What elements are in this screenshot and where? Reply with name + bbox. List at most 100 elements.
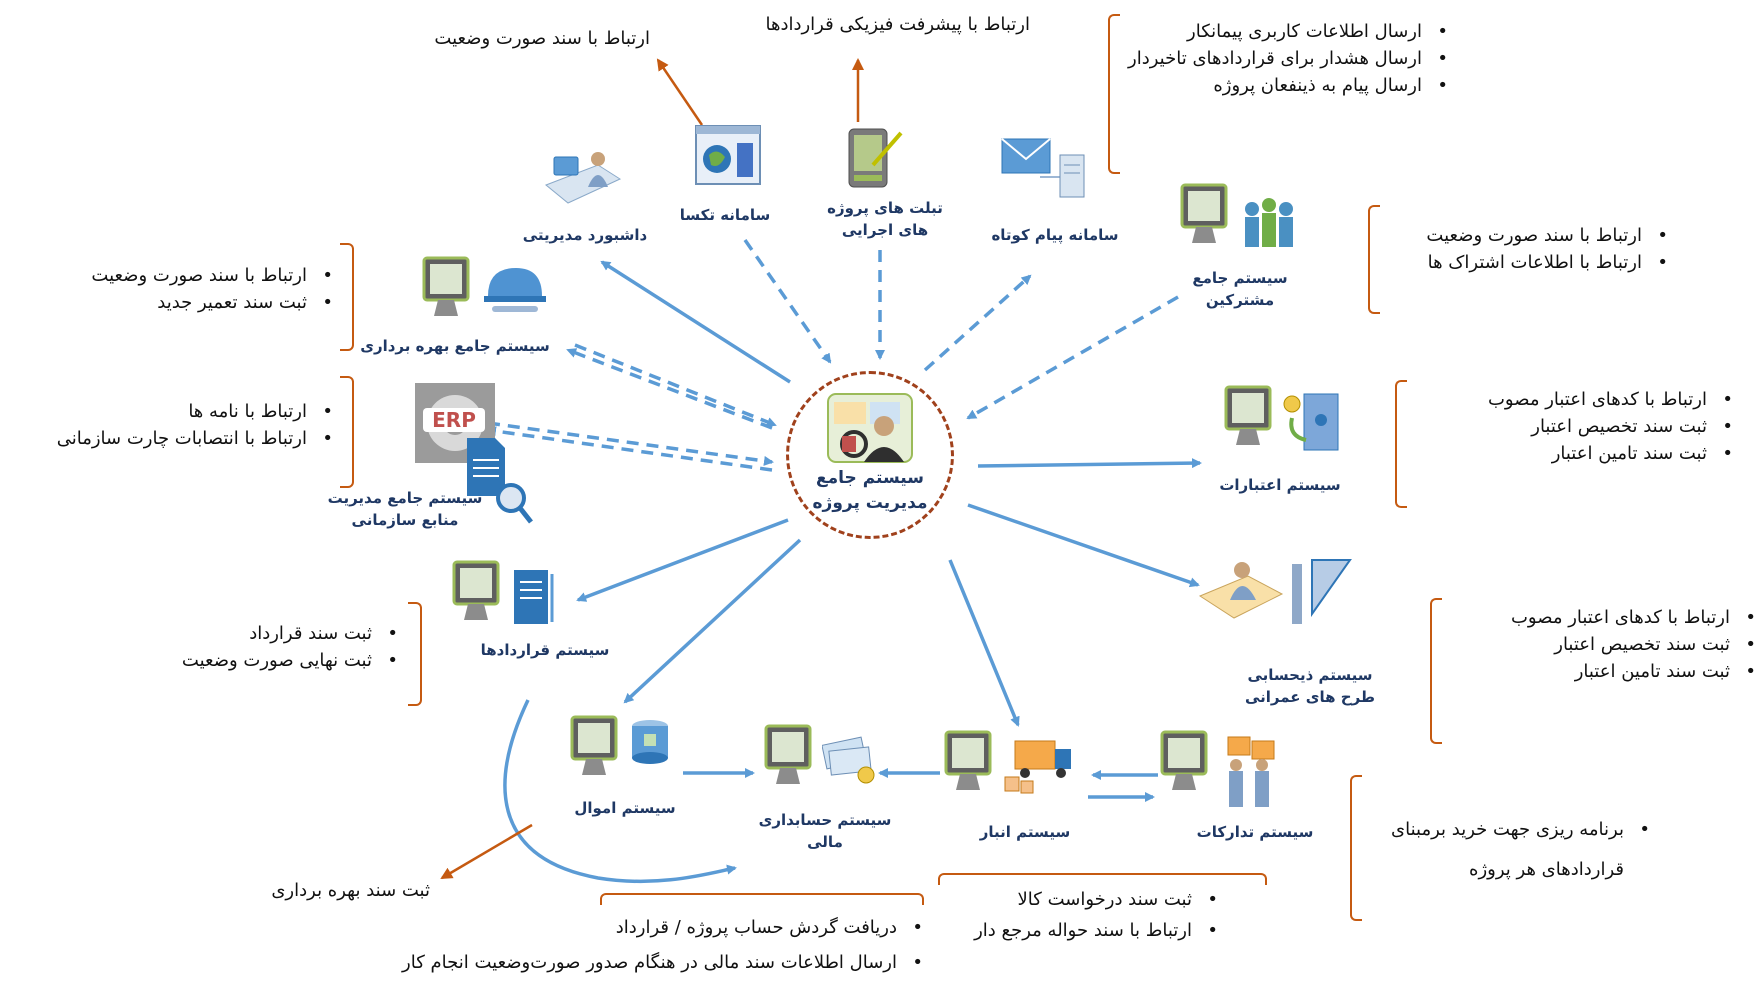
note-teksa: ارتباط با سند صورت وضعیت: [434, 28, 650, 49]
bracket-sms-notes: [1108, 14, 1120, 174]
arrow-hub-to-erp: [486, 426, 773, 472]
arrow-teksa-note: [656, 58, 704, 126]
note-accounting-item: دریافت گردش حساب پروژه / قرارداد: [310, 910, 925, 945]
database-box-icon: [632, 720, 668, 764]
node-customers-line1: سیستم جامع: [1192, 269, 1288, 287]
bracket-accounting-notes: [600, 893, 924, 905]
bracket-warehouse-notes: [938, 873, 1267, 885]
arrow-contracts-to-accounting: [503, 699, 737, 884]
note-credits-item: ارتباط با کدهای اعتبار مصوب: [1405, 386, 1735, 413]
note-credits-item: ثبت سند تخصیص اعتبار: [1405, 413, 1735, 440]
arrow-operation-to-hub: [574, 343, 777, 427]
node-auditing-label: سیستم ذیحسابی طرح های عمرانی: [1225, 665, 1395, 709]
node-procurement-label: سیستم تدارکات: [1196, 823, 1314, 841]
arrow-hub-to-operation: [566, 348, 773, 430]
hub-ring: [786, 371, 954, 539]
note-contracts: ثبت سند قرارداد ثبت نهایی صورت وضعیت: [100, 620, 400, 674]
monitor-icon: [422, 256, 470, 316]
safe-coins-icon: [1283, 393, 1339, 451]
note-customers-item: ارتباط با سند صورت وضعیت: [1380, 222, 1670, 249]
arrow-hub-to-contracts: [576, 518, 789, 602]
monitor-icon: [452, 560, 500, 620]
helmet-wrench-icon: [484, 268, 546, 312]
money-stack-icon: [822, 736, 875, 784]
monitor-icon: [944, 730, 992, 790]
note-erp: ارتباط با نامه ها ارتباط با انتصابات چار…: [2, 398, 335, 452]
note-erp-item: ارتباط با انتصابات چارت سازمانی: [2, 425, 335, 452]
note-warehouse-item: ارتباط با سند حواله مرجع دار: [950, 916, 1220, 947]
node-dashboard-label: داشبورد مدیریتی: [522, 226, 648, 244]
workers-boxes-icon: [1227, 736, 1275, 807]
arrow-erp-to-hub: [487, 421, 774, 466]
node-erp-line2: منابع سازمانی: [351, 510, 459, 529]
dashboard-user-icon: [545, 152, 622, 204]
node-accounting-line2: مالی: [807, 832, 843, 851]
arrow-hub-to-warehouse: [948, 559, 1020, 727]
node-tablets-line1: تبلت های پروژه: [827, 199, 943, 217]
note-auditing-item: ثبت سند تخصیص اعتبار: [1440, 631, 1758, 658]
node-contracts-label: سیستم قراردادها: [480, 641, 610, 659]
note-customers: ارتباط با سند صورت وضعیت ارتباط با اطلاع…: [1380, 222, 1670, 276]
planner-desk-icon: [1198, 562, 1284, 619]
note-operation-item: ارتباط با سند صورت وضعیت: [30, 262, 335, 289]
bracket-erp-notes: [340, 376, 354, 488]
node-customers-line2: مشترکین: [1205, 290, 1275, 309]
customers-group-icon: [1245, 198, 1293, 247]
arrow-assets-note: [440, 823, 533, 880]
hub-title-line2: مدیریت پروژه: [812, 492, 928, 513]
ruler-triangle-icon: [1292, 559, 1352, 624]
bracket-contracts-notes: [408, 602, 422, 706]
node-credits-label: سیستم اعتبارات: [1219, 476, 1341, 494]
note-erp-item: ارتباط با نامه ها: [2, 398, 335, 425]
contract-document-icon: [514, 570, 554, 624]
note-procurement-item: برنامه ریزی جهت خرید برمبنای قراردادهای …: [1362, 810, 1652, 889]
monitor-icon: [1180, 183, 1228, 243]
note-auditing-item: ارتباط با کدهای اعتبار مصوب: [1440, 604, 1758, 631]
bracket-operation-notes: [340, 243, 354, 351]
note-sms-item: ارسال هشدار برای قراردادهای تاخیردار: [1120, 45, 1450, 72]
note-sms-item: ارسال اطلاعات کاربری پیمانکار: [1120, 18, 1450, 45]
node-tablets-line2: های اجرایی: [841, 220, 929, 239]
node-teksa-label: سامانه تکسا: [679, 206, 771, 224]
globe-window-icon: [695, 125, 761, 185]
node-warehouse-label: سیستم انبار: [979, 823, 1071, 841]
note-customers-item: ارتباط با اطلاعات اشتراک ها: [1380, 249, 1670, 276]
monitor-icon: [570, 715, 618, 775]
bracket-credits-notes: [1395, 380, 1407, 508]
note-operation: ارتباط با سند صورت وضعیت ثبت سند تعمیر ج…: [30, 262, 335, 316]
bracket-auditing-notes: [1430, 598, 1442, 744]
project-manager-icon: [827, 393, 913, 463]
node-accounting-line1: سیستم حسابداری: [758, 811, 892, 829]
envelope-server-icon: [1001, 138, 1085, 198]
hub-title: سیستم جامع مدیریت پروژه: [786, 466, 954, 515]
note-assets: ثبت سند بهره برداری: [271, 880, 430, 901]
note-accounting: دریافت گردش حساب پروژه / قرارداد ارسال ا…: [310, 910, 925, 980]
arrow-customers-to-hub: [966, 295, 1179, 420]
monitor-icon: [764, 724, 812, 784]
node-erp-label: سیستم جامع مدیریت منابع سازمانی: [320, 488, 490, 532]
arrow-teksa-to-hub: [743, 238, 832, 364]
note-accounting-item: ارسال اطلاعات سند مالی در هنگام صدور صور…: [310, 945, 925, 980]
node-accounting-label: سیستم حسابداری مالی: [745, 810, 905, 854]
arrow-hub-to-sms: [923, 274, 1032, 372]
note-contracts-item: ثبت سند قرارداد: [100, 620, 400, 647]
node-erp-line1: سیستم جامع مدیریت: [327, 489, 483, 507]
bracket-customers-notes: [1368, 205, 1380, 314]
tablet-pen-icon: [848, 128, 903, 188]
note-credits: ارتباط با کدهای اعتبار مصوب ثبت سند تخصی…: [1405, 386, 1735, 467]
document-magnifier-icon: [467, 438, 533, 524]
arrow-hub-to-assets: [623, 538, 802, 704]
arrow-hub-to-auditing: [967, 503, 1200, 588]
note-sms: ارسال اطلاعات کاربری پیمانکار ارسال هشدا…: [1120, 18, 1450, 99]
node-assets-label: سیستم اموال: [574, 799, 676, 817]
arrow-hub-to-credits: [977, 458, 1202, 469]
note-contracts-item: ثبت نهایی صورت وضعیت: [100, 647, 400, 674]
bracket-procurement-notes: [1350, 775, 1362, 921]
node-customers-label: سیستم جامع مشترکین: [1170, 268, 1310, 312]
note-warehouse: ثبت سند درخواست کالا ارتباط با سند حواله…: [950, 885, 1220, 946]
erp-logo-text: ERP: [423, 408, 485, 432]
node-auditing-line2: طرح های عمرانی: [1244, 687, 1376, 706]
monitor-icon: [1160, 730, 1208, 790]
